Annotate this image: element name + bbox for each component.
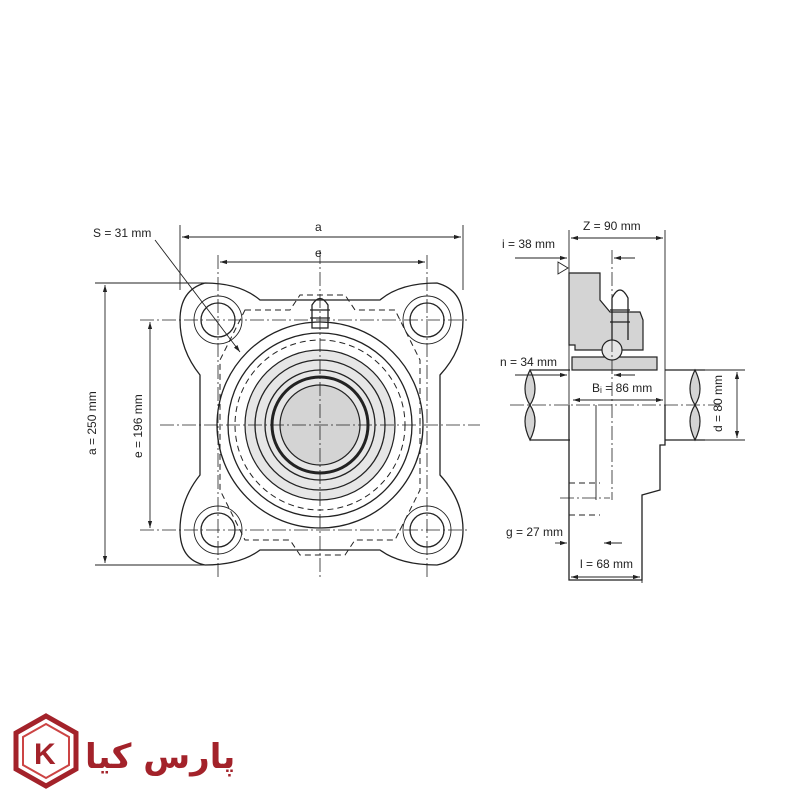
dimension-d-label: d = 80 mm — [711, 375, 725, 432]
shaft-break-left — [524, 368, 536, 442]
dimension-e-label: e — [315, 246, 322, 260]
dimension-l-label: l = 68 mm — [580, 557, 633, 571]
brand-logo: K پارس کیا — [13, 713, 235, 789]
shaft-break-right — [689, 368, 701, 442]
housing-lower — [568, 405, 666, 581]
logo-hexagon — [13, 713, 79, 789]
dimension-i-label: i = 38 mm — [502, 237, 555, 251]
dimension-s-label: S = 31 mm — [93, 226, 151, 240]
housing-outline — [179, 282, 464, 566]
dimension-bi-label: Bᵢ = 86 mm — [592, 381, 652, 395]
shaft — [530, 369, 705, 441]
side-view: Z = 90 mm i = 38 mm n = 34 mm Bᵢ = 86 mm… — [500, 219, 745, 583]
logo-letter: K — [34, 738, 56, 771]
dimension-a-label: a — [315, 220, 322, 234]
side-dimension-lines — [515, 230, 745, 583]
dimension-lines — [95, 225, 464, 566]
front-view: a e S = 31 mm a = 250 mm e = 196 mm — [85, 220, 480, 580]
dimension-z-label: Z = 90 mm — [583, 219, 641, 233]
dimension-n-label: n = 34 mm — [500, 355, 557, 369]
housing-flange-section — [568, 272, 644, 351]
dimension-e-vertical-label: e = 196 mm — [131, 394, 145, 458]
center-lines — [140, 250, 480, 580]
housing-hidden-outline — [219, 294, 421, 556]
dimension-g-label: g = 27 mm — [506, 525, 563, 539]
dimension-a-vertical-label: a = 250 mm — [85, 391, 99, 455]
logo-text: پارس کیا — [85, 737, 235, 777]
